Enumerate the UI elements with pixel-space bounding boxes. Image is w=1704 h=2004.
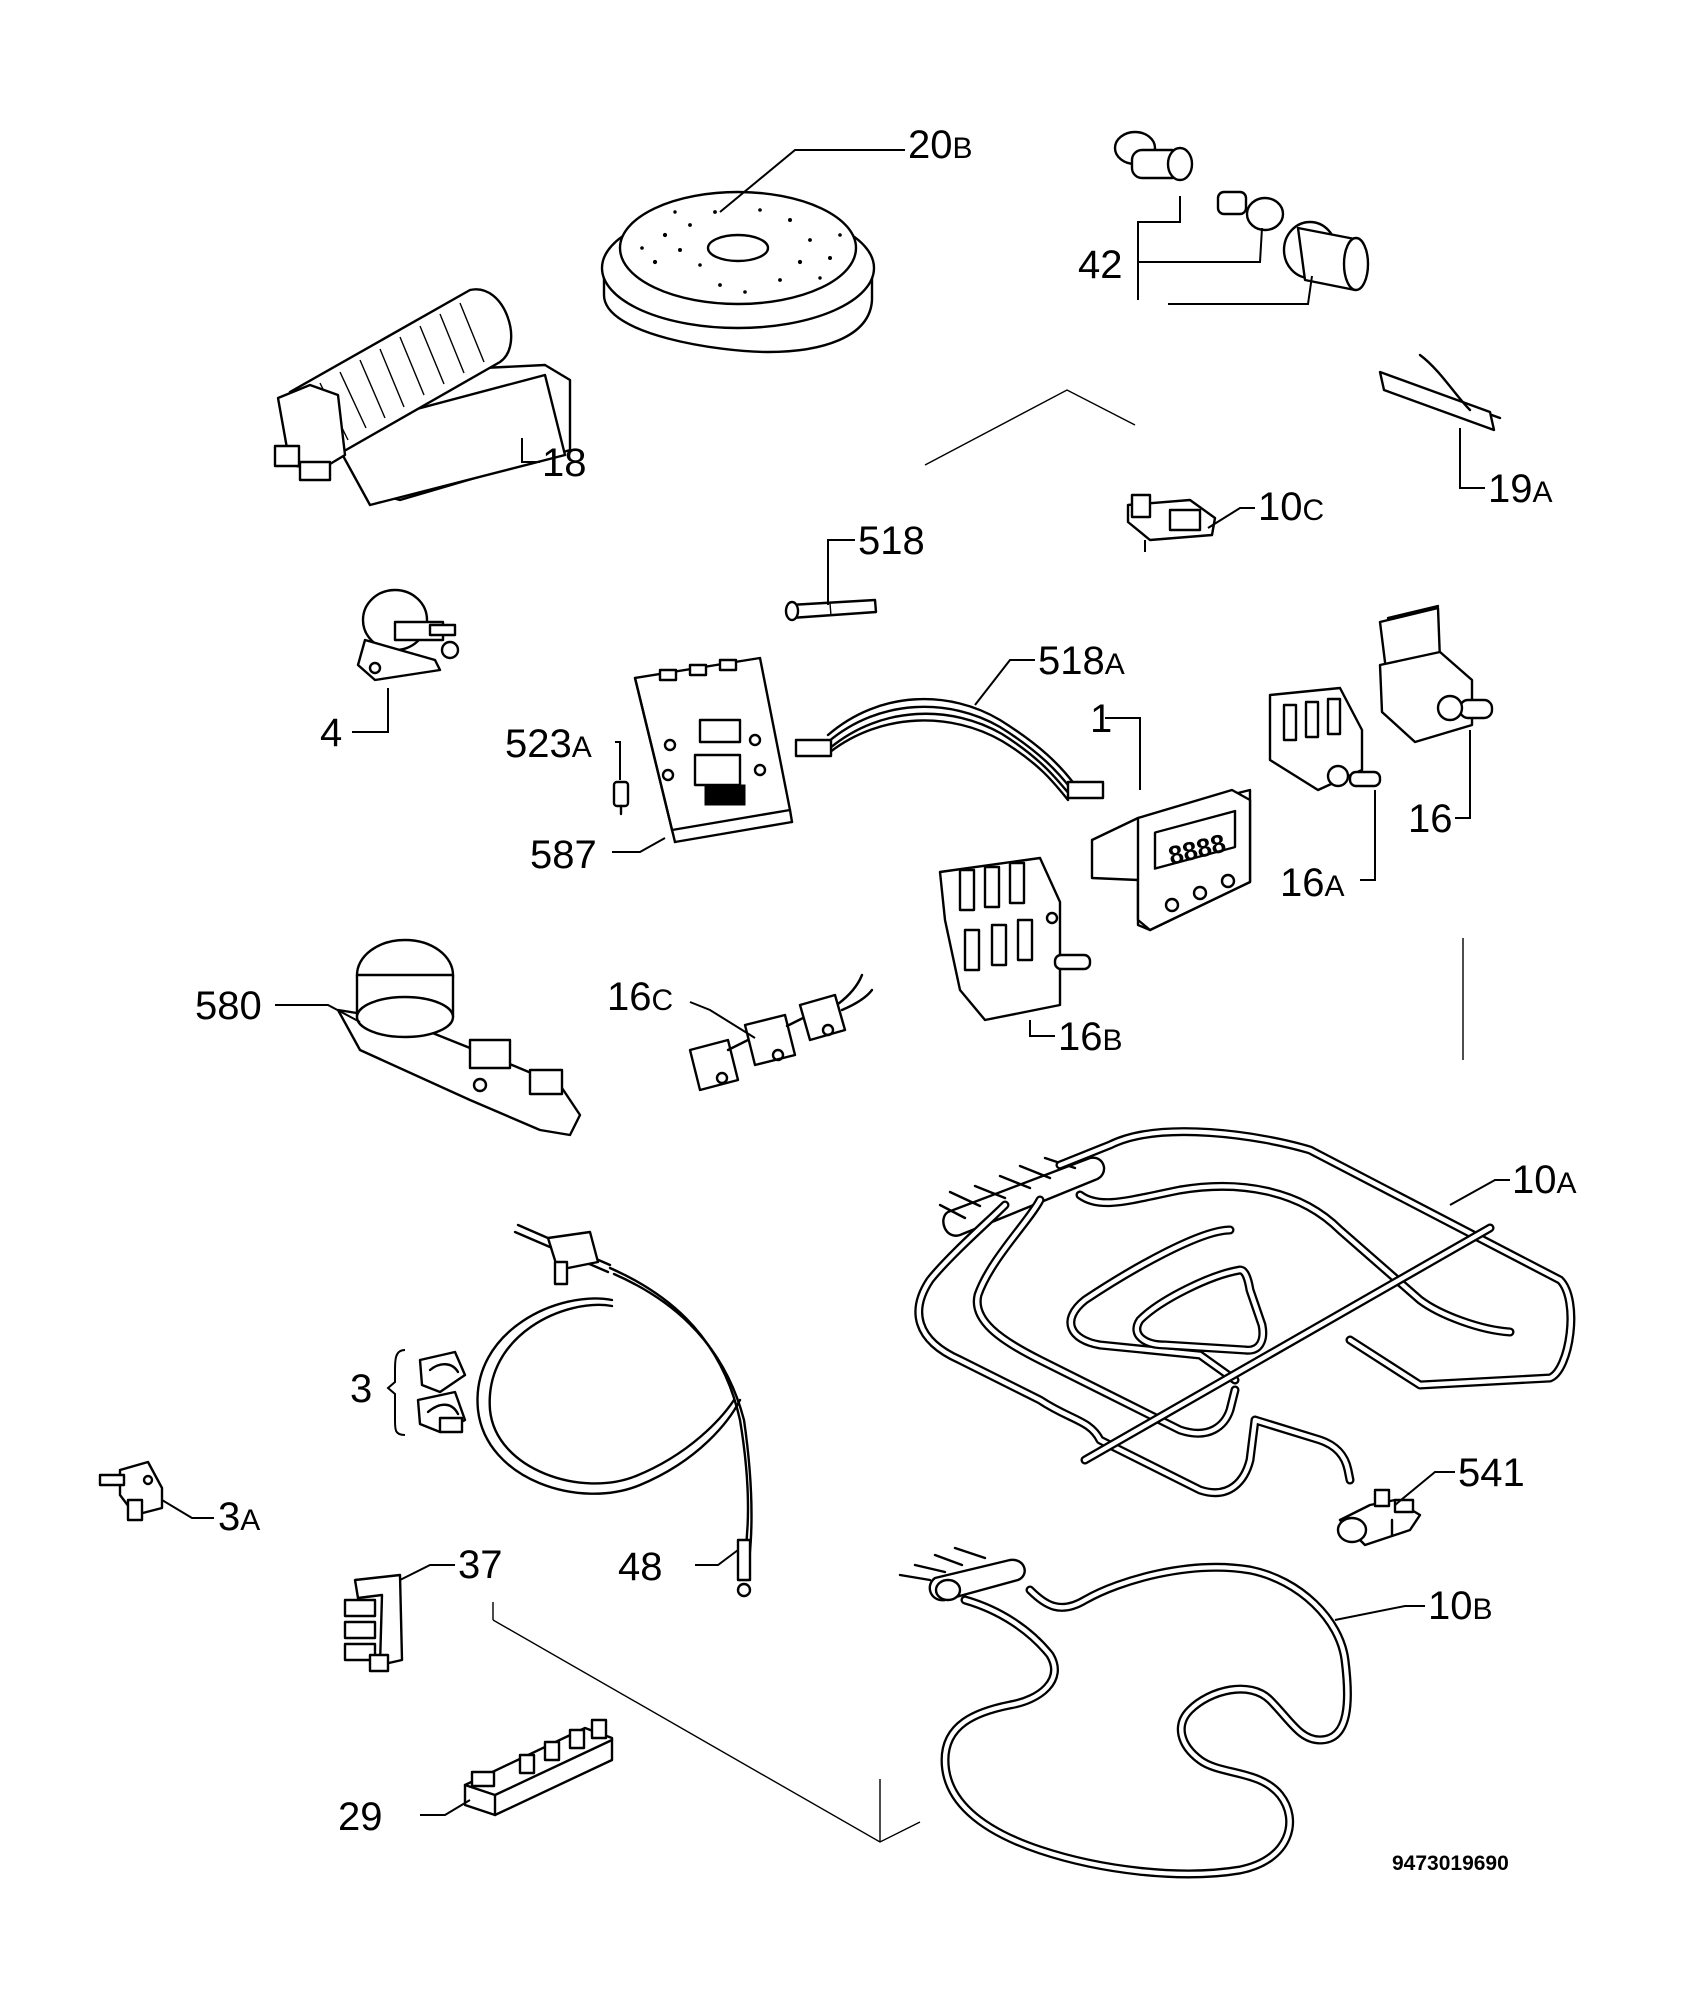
grill-element-icon xyxy=(914,1127,1576,1498)
svg-text:10A: 10A xyxy=(1512,1158,1577,1202)
drawing-number: 9473019690 xyxy=(1392,1852,1509,1875)
callout-580: 580 xyxy=(195,984,361,1028)
callout-523a: 523A xyxy=(505,722,621,780)
svg-text:42: 42 xyxy=(1078,243,1123,287)
circuit-board-icon xyxy=(633,656,794,844)
callout-518a: 518A xyxy=(974,639,1125,706)
ignition-generator-icon xyxy=(463,1718,614,1817)
callout-541: 541 xyxy=(1394,1451,1525,1506)
terminal-clip-icon xyxy=(98,1460,164,1522)
callout-16b: 16B xyxy=(1029,1015,1123,1059)
svg-text:587: 587 xyxy=(530,833,597,877)
svg-text:37: 37 xyxy=(458,1543,503,1587)
callout-16c: 16C xyxy=(607,975,756,1039)
terminal-block-icon xyxy=(343,1573,404,1673)
svg-text:10C: 10C xyxy=(1258,485,1324,529)
callout-518: 518 xyxy=(827,519,925,605)
callout-48: 48 xyxy=(618,1545,739,1589)
callout-29: 29 xyxy=(338,1795,471,1839)
svg-text:518: 518 xyxy=(858,519,925,563)
thermal-cutout-icon xyxy=(1126,493,1217,552)
callout-42: 42 xyxy=(1078,196,1313,305)
svg-text:19A: 19A xyxy=(1488,467,1553,511)
svg-text:580: 580 xyxy=(195,984,262,1028)
clip-pair-icon xyxy=(416,1350,467,1434)
svg-text:20B: 20B xyxy=(908,123,973,167)
svg-text:16: 16 xyxy=(1408,797,1453,841)
callout-18: 18 xyxy=(521,438,587,485)
electronic-timer-icon: 8888 xyxy=(1090,788,1252,932)
callout-20b: 20B xyxy=(719,123,973,213)
callout-1: 1 xyxy=(1090,697,1141,790)
fan-cover-disc-icon xyxy=(600,190,876,354)
callout-37: 37 xyxy=(399,1543,503,1587)
function-selector-icon xyxy=(938,856,1092,1022)
svg-text:541: 541 xyxy=(1458,1451,1525,1495)
thermostat-icon xyxy=(1378,604,1494,744)
callout-10a: 10A xyxy=(1449,1158,1577,1206)
callout-10c: 10C xyxy=(1207,485,1324,529)
lamp-holder-icon xyxy=(1336,1488,1422,1547)
svg-text:29: 29 xyxy=(338,1795,383,1839)
capillary-thermostat-bulb-icon xyxy=(476,1223,753,1598)
callout-587: 587 xyxy=(530,833,666,877)
svg-text:3: 3 xyxy=(350,1367,372,1411)
bottom-element-icon xyxy=(898,1546,1352,1879)
svg-text:16B: 16B xyxy=(1058,1015,1123,1059)
svg-text:3A: 3A xyxy=(218,1495,260,1539)
svg-text:1: 1 xyxy=(1090,697,1112,741)
divider-lines xyxy=(492,389,1464,1843)
svg-text:16C: 16C xyxy=(607,975,673,1019)
svg-text:10B: 10B xyxy=(1428,1584,1493,1628)
tangential-fan-icon xyxy=(273,288,572,507)
energy-regulator-icon xyxy=(1268,686,1382,792)
rocker-switches-icon xyxy=(688,973,874,1092)
thermal-probe-icon xyxy=(1378,353,1502,432)
fuse-icon xyxy=(612,780,630,816)
callout-3: 3 xyxy=(350,1349,406,1436)
svg-text:518A: 518A xyxy=(1038,639,1125,683)
spit-motor-icon xyxy=(356,588,460,682)
door-lock-motor-icon xyxy=(336,938,582,1137)
svg-text:4: 4 xyxy=(320,711,342,755)
callout-16a: 16A xyxy=(1280,790,1376,905)
oven-lamp-assembly-icon xyxy=(1113,130,1370,292)
callout-3a: 3A xyxy=(161,1495,260,1539)
callout-16: 16 xyxy=(1408,730,1471,841)
callout-10b: 10B xyxy=(1334,1584,1493,1628)
callout-19a: 19A xyxy=(1459,428,1553,511)
callout-4: 4 xyxy=(320,688,389,755)
svg-text:523A: 523A xyxy=(505,722,592,766)
svg-text:48: 48 xyxy=(618,1545,663,1589)
sensor-rod-icon xyxy=(784,598,878,622)
svg-text:18: 18 xyxy=(542,441,587,485)
wiring-harness-icon xyxy=(794,697,1105,802)
svg-text:16A: 16A xyxy=(1280,861,1345,905)
